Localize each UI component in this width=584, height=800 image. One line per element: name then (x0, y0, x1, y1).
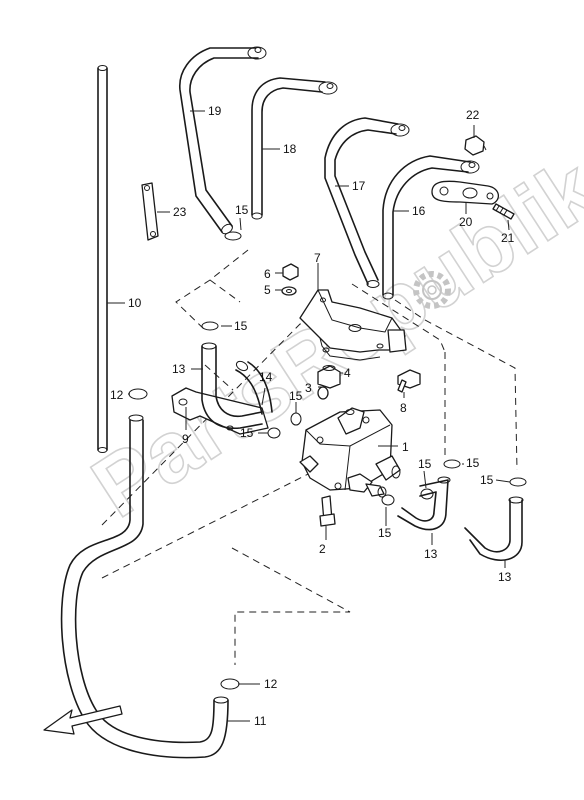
part-labels: 1 2 3 4 5 6 7 8 9 10 11 12 12 13 13 13 1… (110, 104, 515, 728)
clamp-15-a (224, 231, 242, 241)
label-part-21: 21 (501, 231, 515, 245)
bracket-7 (299, 289, 407, 361)
clamp-12-lower (220, 678, 240, 690)
label-part-14: 14 (259, 370, 273, 384)
clamp-12-upper (128, 388, 148, 400)
hose-18 (251, 77, 338, 220)
hose-13-right (464, 496, 524, 562)
bolt-8 (397, 369, 421, 393)
label-part-13-upper: 13 (172, 362, 186, 376)
gasket-20 (431, 180, 499, 205)
label-part-10: 10 (128, 296, 142, 310)
label-part-8: 8 (400, 401, 407, 415)
valve-body-1 (299, 407, 401, 498)
label-part-15-center: 15 (289, 389, 303, 403)
label-part-18: 18 (283, 142, 297, 156)
clamp-15-g (443, 459, 461, 469)
bracket-23 (141, 182, 159, 241)
stud-21 (492, 203, 515, 220)
label-part-15-lower-left: 15 (240, 426, 254, 440)
leader-lines (107, 110, 511, 722)
label-part-13-mid: 13 (424, 547, 438, 561)
label-part-6: 6 (264, 267, 271, 281)
hose-14 (235, 360, 273, 415)
bolt-2 (319, 495, 336, 527)
label-part-15-far-right: 15 (480, 473, 494, 487)
hose-17 (324, 117, 410, 288)
clamp-15-h (509, 477, 527, 487)
label-part-15-lower-mid: 15 (378, 526, 392, 540)
label-part-16: 16 (412, 204, 426, 218)
nut-22 (464, 135, 487, 156)
clamp-15-e (381, 494, 395, 506)
label-part-19: 19 (208, 104, 222, 118)
hose-13-upper (201, 342, 263, 429)
hose-10 (97, 65, 108, 453)
label-part-13-right: 13 (498, 570, 512, 584)
label-part-23: 23 (173, 205, 187, 219)
label-part-12-lower: 12 (264, 677, 278, 691)
assembly-lines (101, 249, 518, 665)
label-part-9: 9 (182, 432, 189, 446)
label-part-20: 20 (459, 215, 473, 229)
grommet-4 (317, 365, 341, 389)
nut-6 (282, 263, 299, 281)
label-part-12-upper: 12 (110, 388, 124, 402)
direction-arrow-icon (43, 705, 123, 735)
hose-19 (179, 46, 267, 235)
collar-3 (317, 386, 329, 400)
bracket-9 (171, 387, 269, 435)
label-part-2: 2 (319, 542, 326, 556)
label-part-4: 4 (344, 366, 351, 380)
hose-13-mid (397, 476, 451, 531)
gear-watermark-icon (413, 271, 451, 309)
label-part-11: 11 (254, 714, 267, 728)
clamp-15-f (420, 488, 434, 500)
label-part-15-top: 15 (235, 203, 249, 217)
label-part-15-right-b: 15 (466, 456, 480, 470)
clamp-15-b (201, 321, 219, 331)
label-part-15-left: 15 (234, 319, 248, 333)
label-part-5: 5 (264, 283, 271, 297)
label-part-22: 22 (466, 108, 480, 122)
washer-5 (281, 286, 297, 296)
label-part-3: 3 (305, 381, 312, 395)
hose-11 (60, 414, 229, 759)
label-part-15-right-a: 15 (418, 457, 432, 471)
label-part-1: 1 (402, 440, 409, 454)
label-part-7: 7 (314, 251, 321, 265)
label-part-17: 17 (352, 179, 366, 193)
